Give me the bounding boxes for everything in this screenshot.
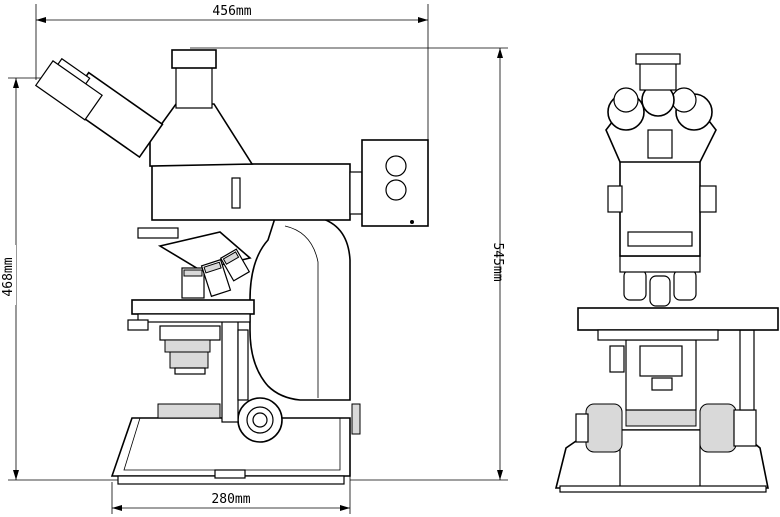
side-base — [110, 417, 351, 477]
dimension-right: 545mm — [190, 47, 508, 481]
front-stage — [577, 307, 779, 331]
side-illuminator-body — [151, 163, 351, 221]
front-focus-knob-right — [699, 403, 737, 453]
side-stage — [131, 299, 255, 315]
dimension-width-top: 456mm — [212, 4, 251, 19]
dimension-left: 468mm — [1, 77, 118, 481]
front-focus-knob-left — [585, 403, 623, 453]
side-camera-port — [171, 49, 217, 69]
dimension-width-bottom: 280mm — [211, 492, 250, 507]
dimension-top: 456mm — [35, 2, 429, 140]
side-head — [149, 103, 254, 167]
dimension-height-right: 545mm — [490, 242, 505, 281]
side-view — [34, 49, 429, 485]
dimension-bottom: 280mm — [111, 470, 351, 514]
front-view — [554, 53, 779, 493]
dimension-height-left: 468mm — [1, 257, 16, 296]
side-arm — [249, 217, 351, 401]
